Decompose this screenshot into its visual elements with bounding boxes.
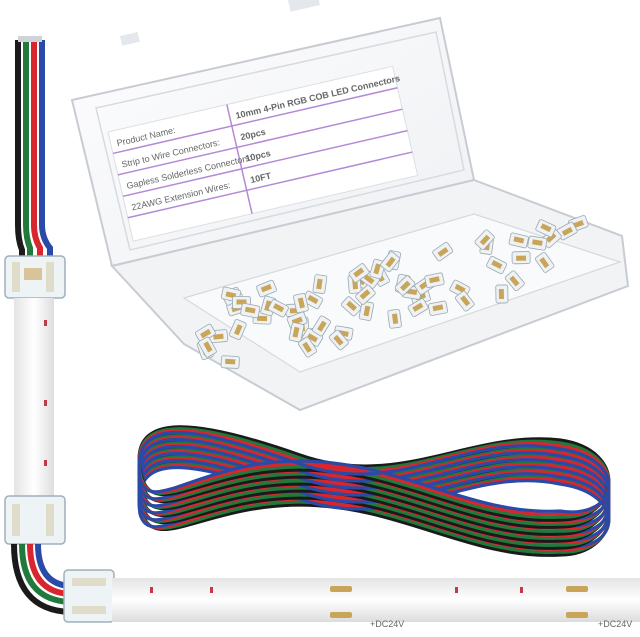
connector-piece <box>380 251 401 273</box>
connectors-pile <box>194 215 589 369</box>
connector-piece <box>394 275 416 296</box>
connector-piece <box>535 219 557 238</box>
connector-middle <box>4 495 66 545</box>
connector-piece <box>508 232 529 249</box>
connector-piece <box>312 274 328 294</box>
connector-piece <box>328 329 349 351</box>
connector-piece <box>267 298 289 318</box>
connector-piece <box>424 272 445 288</box>
connector-piece <box>556 221 578 241</box>
wire-bundle-bottom <box>11 543 71 615</box>
connector-piece <box>535 251 555 273</box>
connector-piece <box>432 241 454 262</box>
connector-piece <box>228 319 247 340</box>
connector-piece <box>194 323 216 343</box>
connector-piece <box>240 302 261 319</box>
connector-piece <box>407 298 429 318</box>
connector-piece <box>220 355 240 369</box>
connector-piece <box>358 300 375 321</box>
connector-piece <box>348 263 370 283</box>
connector-piece <box>511 251 531 265</box>
connector-piece <box>495 284 509 304</box>
connector-piece <box>486 255 508 275</box>
led-strip-horizontal <box>112 578 640 622</box>
connector-piece <box>256 279 277 298</box>
connector-piece <box>198 336 217 358</box>
connector-piece <box>288 322 305 343</box>
connector-piece <box>341 296 362 317</box>
connector-piece <box>297 336 318 358</box>
connector-piece <box>527 235 548 251</box>
connector-piece <box>311 315 332 337</box>
connector-bottom <box>63 569 115 623</box>
connector-piece <box>474 229 495 250</box>
connector-top <box>4 255 66 299</box>
connector-piece <box>427 300 449 316</box>
label-row-value-3: 10FT <box>249 170 272 185</box>
strip-voltage-marking: +DC24V <box>370 619 404 629</box>
strip-markings-vertical <box>44 320 47 466</box>
coil-wire-strand <box>137 430 611 514</box>
connector-piece <box>355 284 376 305</box>
box-label: Product Name: 10mm 4-Pin RGB COB LED Con… <box>107 65 419 242</box>
coiled-extension-wire <box>137 425 611 557</box>
connector-piece <box>454 290 475 312</box>
connector-piece <box>387 308 402 329</box>
strip-pads <box>150 586 588 618</box>
led-strip-vertical <box>14 298 54 498</box>
wire-bundle-top <box>15 36 53 265</box>
connector-piece <box>504 270 525 292</box>
strip-voltage-marking-2: +DC24V <box>598 619 632 629</box>
